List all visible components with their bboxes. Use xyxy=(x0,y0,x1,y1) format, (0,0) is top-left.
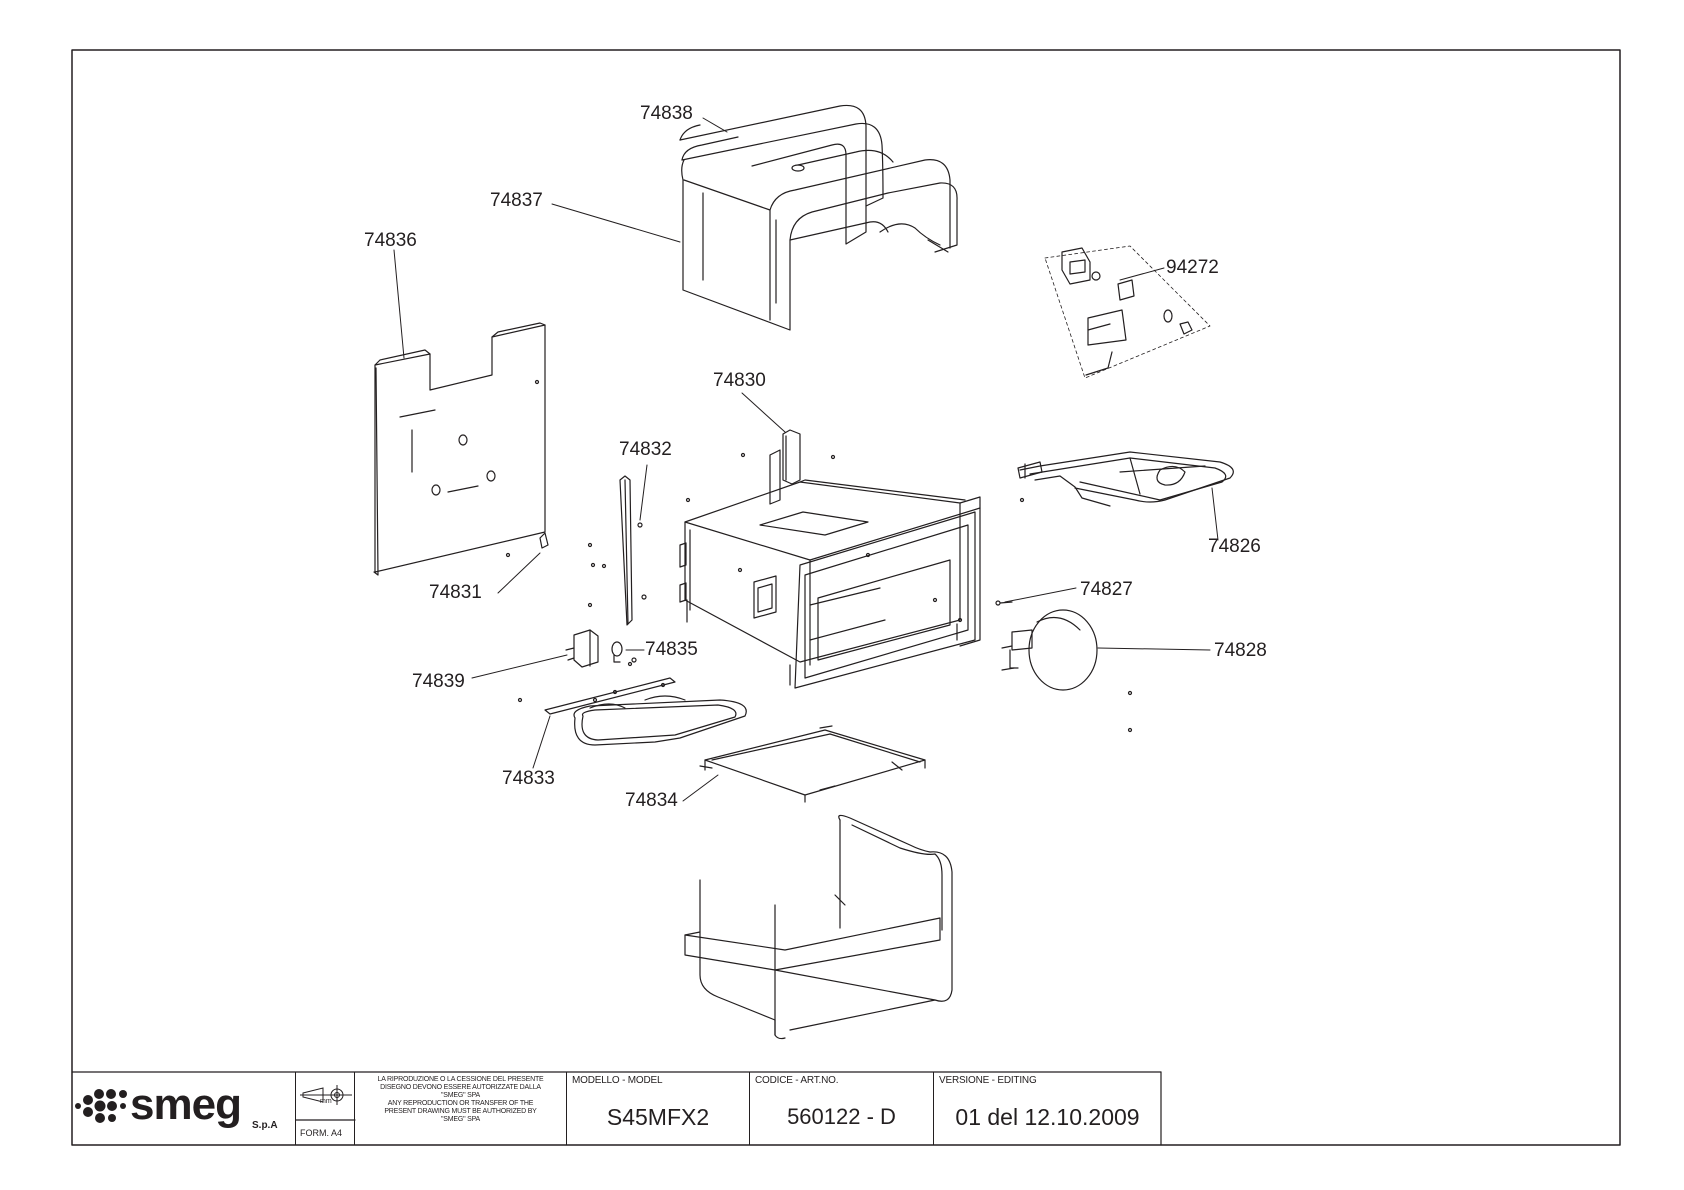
title-block: smeg S.p.A mm FORM. A4 LA RIPRODUZIONE O… xyxy=(72,1072,1161,1145)
format-label: FORM. A4 xyxy=(300,1128,343,1138)
code-value: 560122 - D xyxy=(787,1104,896,1129)
callout-74836: 74836 xyxy=(364,230,417,251)
callout-74839: 74839 xyxy=(412,671,465,692)
callout-74831: 74831 xyxy=(429,582,482,603)
callout-74833: 74833 xyxy=(502,768,555,789)
callout-94272: 94272 xyxy=(1166,257,1219,278)
callout-74826: 74826 xyxy=(1208,536,1261,557)
smeg-logo: smeg xyxy=(130,1080,242,1129)
disclaimer-en-line-2: PRESENT DRAWING MUST BE AUTHORIZED BY xyxy=(384,1108,537,1115)
smeg-logo-dots-icon xyxy=(75,1089,127,1123)
projection-cell: mm FORM. A4 xyxy=(296,1072,355,1145)
title-block-grid xyxy=(71,1071,1162,1146)
sheet-border xyxy=(71,49,1621,1146)
version-value: 01 del 12.10.2009 xyxy=(955,1104,1140,1130)
version-cell: VERSIONE - EDITING 01 del 12.10.2009 xyxy=(934,1072,1161,1145)
model-cell: MODELLO - MODEL S45MFX2 xyxy=(567,1072,750,1145)
callout-74838: 74838 xyxy=(640,103,693,124)
spa-label: S.p.A xyxy=(252,1120,278,1131)
disclaimer-en-line-1: ANY REPRODUCTION OR TRANSFER OF THE xyxy=(387,1100,534,1107)
code-cell: CODICE - ART.NO. 560122 - D xyxy=(750,1072,934,1145)
callout-74827: 74827 xyxy=(1080,579,1133,600)
disclaimer-it-line-2: DISEGNO DEVONO ESSERE AUTORIZZATE DALLA xyxy=(380,1084,541,1091)
callout-74830: 74830 xyxy=(713,370,766,391)
disclaimer-it-line-3: "SMEG" SPA xyxy=(440,1092,481,1099)
leader-lines xyxy=(393,117,1219,802)
callout-74828: 74828 xyxy=(1214,640,1267,661)
code-header: CODICE - ART.NO. xyxy=(755,1075,839,1086)
callout-74837: 74837 xyxy=(490,190,543,211)
back-panel-part xyxy=(373,322,549,576)
disclaimer-cell: LA RIPRODUZIONE O LA CESSIONE DEL PRESEN… xyxy=(355,1072,567,1145)
version-header: VERSIONE - EDITING xyxy=(939,1075,1037,1086)
bottom-plate-part xyxy=(699,725,926,803)
bottom-cover-part xyxy=(684,814,953,1040)
grill-element-part xyxy=(1017,451,1234,507)
side-rails-part xyxy=(587,429,836,663)
disclaimer-en-line-3: "SMEG" SPA xyxy=(440,1116,481,1123)
switch-lamp-part xyxy=(517,629,633,703)
callout-74834: 74834 xyxy=(625,790,678,811)
lower-element-part xyxy=(544,677,747,746)
unit-label: mm xyxy=(320,1098,332,1105)
disclaimer-it-line-1: LA RIPRODUZIONE O LA CESSIONE DEL PRESEN… xyxy=(377,1076,544,1083)
thermostat-detail-part xyxy=(1044,245,1211,379)
top-cover-part xyxy=(679,104,958,331)
projection-symbol-icon xyxy=(300,1085,352,1105)
circular-element-part xyxy=(995,497,1133,733)
model-value: S45MFX2 xyxy=(606,1104,710,1130)
model-header: MODELLO - MODEL xyxy=(572,1075,663,1086)
callout-74835: 74835 xyxy=(645,639,698,660)
oven-cavity-part xyxy=(679,479,981,689)
logo-cell: smeg S.p.A xyxy=(72,1072,296,1145)
callout-74832: 74832 xyxy=(619,439,672,460)
